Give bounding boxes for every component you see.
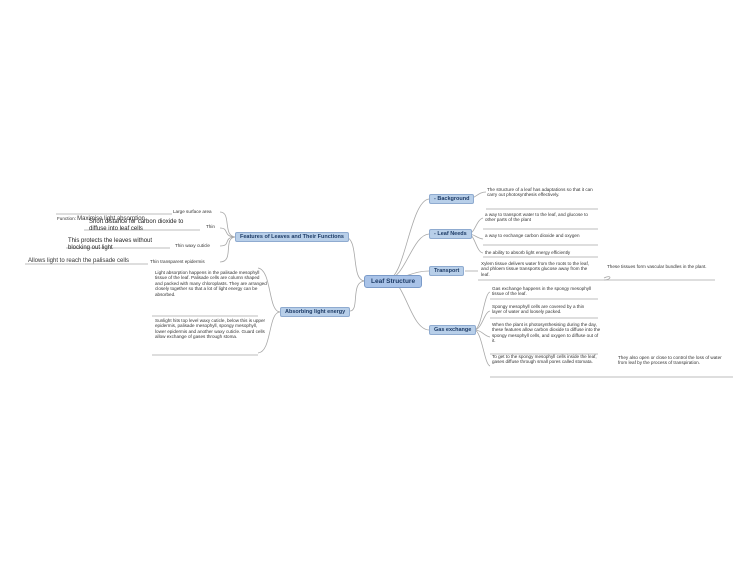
topic-absorbing-light-energy[interactable]: Absorbing light energy (280, 307, 351, 317)
topic-leaf-needs[interactable]: - Leaf Needs (429, 229, 472, 239)
gas-exchange-item: To get to the spongy mesophyll cells ins… (492, 354, 597, 365)
feature-label: Thin (206, 224, 215, 229)
absorbing-item: Sunlight hits top level waxy cuticle, be… (155, 318, 266, 340)
topic-gas-exchange[interactable]: Gas exchange (429, 325, 477, 335)
transport-note: These tissues form vascular bundles in t… (607, 264, 707, 269)
feature-detail: Short distance for carbon dioxide to dif… (89, 219, 184, 232)
leaf-need-item: a way to exchange carbon dioxide and oxy… (485, 233, 580, 238)
background-text: The structure of a leaf has adaptations … (487, 187, 593, 198)
gas-exchange-note: They also open or close to control the l… (618, 355, 722, 366)
leaf-need-item: the ability to absorb light energy effic… (485, 250, 571, 255)
gas-exchange-item: Spongy mesophyll cells are covered by a … (492, 304, 585, 315)
gas-exchange-item: Gas exchange happens in the spongy mesop… (492, 286, 592, 297)
topic-transport[interactable]: Transport (429, 266, 465, 276)
feature-label: Thin transparent epidermis (150, 259, 205, 264)
topic-background[interactable]: - Background (429, 194, 475, 204)
feature-detail-prefix: Function: (57, 216, 78, 221)
central-topic[interactable]: Leaf Structure (364, 275, 423, 288)
feature-label: Large surface area (173, 209, 212, 214)
topic-features-of-leaves[interactable]: Features of Leaves and Their Functions (235, 232, 349, 242)
feature-detail: Allows light to reach the palisade cells (28, 258, 130, 264)
gas-exchange-item: When the plant is photosynthesising duri… (492, 322, 601, 344)
leaf-need-item: a way to transport water to the leaf, an… (485, 212, 588, 223)
feature-detail: This protects the leaves without blockin… (68, 238, 153, 251)
absorbing-item: Light absorption happens in the palisade… (155, 270, 267, 297)
feature-detail-text: Maximise light absorption (77, 216, 145, 222)
feature-detail: Function: Maximise light absorption (57, 207, 145, 225)
transport-text: Xylem tissue delivers water from the roo… (481, 261, 589, 277)
feature-label: Thin waxy cuticle (175, 243, 210, 248)
